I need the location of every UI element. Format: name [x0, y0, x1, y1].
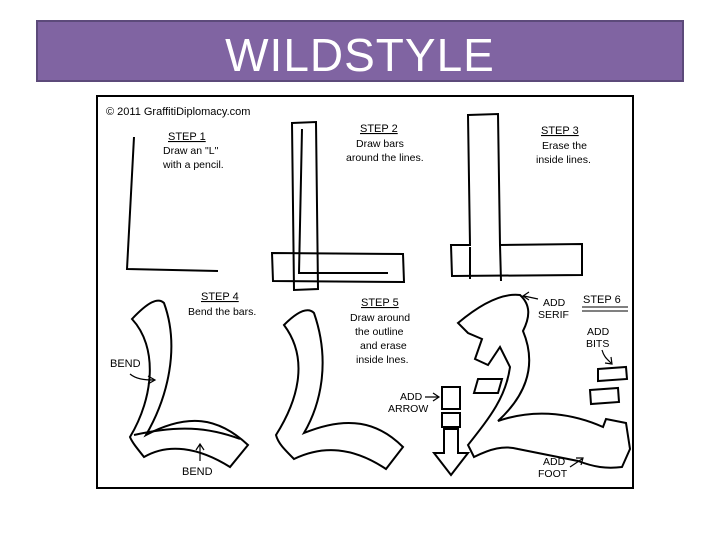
step-5: STEP 5 Draw around the outline and erase…: [274, 297, 410, 471]
step-1: STEP 1 Draw an "L" with a pencil.: [125, 131, 224, 272]
add-foot-arrow: [569, 457, 584, 468]
step-3-line-2: inside lines.: [536, 154, 591, 166]
step-1-line-2: with a pencil.: [162, 159, 224, 171]
step-4-label: STEP 4: [201, 291, 239, 303]
step-5-line-1: Draw around: [350, 312, 410, 324]
step-3: STEP 3 Erase the inside lines.: [449, 112, 591, 282]
step-6: STEP 6 ADD SERIF ADD BITS ADD ARROW ADD …: [388, 291, 632, 480]
step-2-bars-drawing: [270, 120, 406, 292]
add-serif-arrow: [521, 291, 539, 301]
tutorial-illustration: © 2011 GraffitiDiplomacy.com STEP 1 Draw…: [96, 95, 634, 489]
step-4-line-1: Bend the bars.: [188, 306, 256, 318]
title-banner: WILDSTYLE: [36, 20, 684, 82]
step-1-label: STEP 1: [168, 131, 206, 143]
step-6-label: STEP 6: [583, 294, 621, 306]
step-1-l-drawing: [125, 136, 219, 272]
bend-bottom-arrow: [195, 442, 205, 461]
step-3-outline-drawing: [449, 112, 583, 282]
add-arrow-label-2: ARROW: [388, 403, 428, 415]
add-foot-label-2: FOOT: [538, 468, 568, 480]
step-5-line-4: inside lnes.: [356, 354, 409, 366]
step-3-label: STEP 3: [541, 125, 579, 137]
step-5-line-3: and erase: [360, 340, 407, 352]
add-serif-label-1: ADD: [543, 297, 566, 309]
step-6-wildstyle-drawing: [431, 293, 632, 477]
add-foot-label-1: ADD: [543, 456, 566, 468]
add-arrow-label-1: ADD: [400, 391, 423, 403]
step-2: STEP 2 Draw bars around the lines.: [270, 120, 424, 292]
step-6-underline: [582, 306, 628, 312]
step-3-line-1: Erase the: [542, 140, 587, 152]
add-bits-arrow: [601, 349, 613, 365]
bend-bottom-label: BEND: [182, 466, 213, 478]
step-5-label: STEP 5: [361, 297, 399, 309]
step-2-label: STEP 2: [360, 123, 398, 135]
step-4-bent-bars-drawing: [128, 299, 250, 469]
step-2-line-2: around the lines.: [346, 152, 424, 164]
step-5-line-2: the outline: [355, 326, 404, 338]
step-1-line-1: Draw an "L": [163, 145, 219, 157]
add-bits-label-2: BITS: [586, 338, 609, 350]
step-2-line-1: Draw bars: [356, 138, 404, 150]
add-arrow-arrow: [425, 392, 441, 402]
bend-left-label: BEND: [110, 358, 141, 370]
step-4: STEP 4 Bend the bars. BEND BEND: [110, 291, 256, 478]
bend-left-arrow: [129, 373, 155, 381]
step-5-outline-drawing: [274, 309, 405, 471]
add-bits-label-1: ADD: [587, 326, 610, 338]
slide-title: WILDSTYLE: [225, 29, 495, 81]
copyright-text: © 2011 GraffitiDiplomacy.com: [106, 106, 250, 118]
add-serif-label-2: SERIF: [538, 309, 569, 321]
